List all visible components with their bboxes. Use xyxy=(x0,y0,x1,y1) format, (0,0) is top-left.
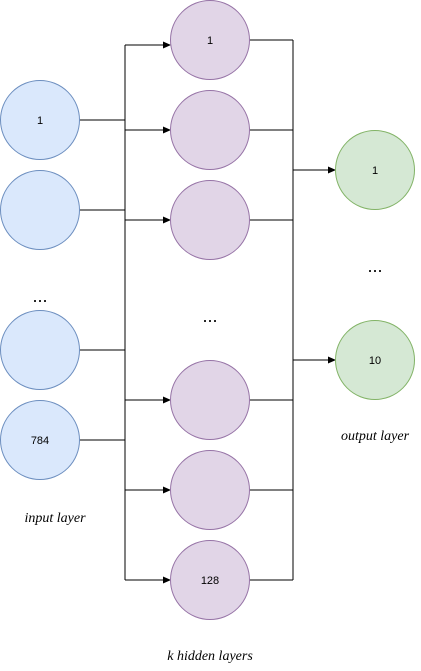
hidden-layers-label: k hidden layers xyxy=(167,649,253,664)
output-node-circle xyxy=(335,320,415,400)
input-node xyxy=(0,310,80,390)
hidden-node xyxy=(170,450,250,530)
input-layer-label: input layer xyxy=(24,511,86,526)
hidden-node xyxy=(170,90,250,170)
hidden-layers: 1 128 ... k hidden layers xyxy=(167,0,253,664)
input-node xyxy=(0,170,80,250)
hidden-node xyxy=(170,360,250,440)
output-layer-label: output layer xyxy=(341,429,410,444)
output-node: 1 xyxy=(335,130,415,210)
input-node-circle xyxy=(0,80,80,160)
output-node-label: 10 xyxy=(369,355,381,367)
input-node: 1 xyxy=(0,80,80,160)
input-node-circle xyxy=(0,170,80,250)
hidden-node xyxy=(170,180,250,260)
input-layer: 1 784 ... input layer xyxy=(0,80,86,526)
input-node-circle xyxy=(0,310,80,390)
hidden-node-label: 1 xyxy=(207,35,213,47)
hidden-node-circle xyxy=(170,180,250,260)
input-node-label: 1 xyxy=(37,115,43,127)
hidden-node-label: 128 xyxy=(201,575,219,587)
hidden-to-output-wires xyxy=(250,39,336,581)
hidden-node-circle xyxy=(170,540,250,620)
input-to-hidden-wires xyxy=(80,41,171,584)
input-node-label: 784 xyxy=(31,435,49,447)
input-node-circle xyxy=(0,400,80,480)
hidden-node-circle xyxy=(170,0,250,80)
hidden-node-circle xyxy=(170,450,250,530)
input-layer-ellipsis: ... xyxy=(32,286,47,306)
hidden-node-circle xyxy=(170,360,250,440)
output-node-label: 1 xyxy=(372,165,378,177)
hidden-layers-ellipsis: ... xyxy=(202,306,217,326)
output-node: 10 xyxy=(335,320,415,400)
input-node: 784 xyxy=(0,400,80,480)
output-node-circle xyxy=(335,130,415,210)
hidden-node: 1 xyxy=(170,0,250,80)
hidden-node-circle xyxy=(170,90,250,170)
hidden-node: 128 xyxy=(170,540,250,620)
output-layer: 1 10 ... output layer xyxy=(335,130,415,444)
output-layer-ellipsis: ... xyxy=(367,256,382,276)
